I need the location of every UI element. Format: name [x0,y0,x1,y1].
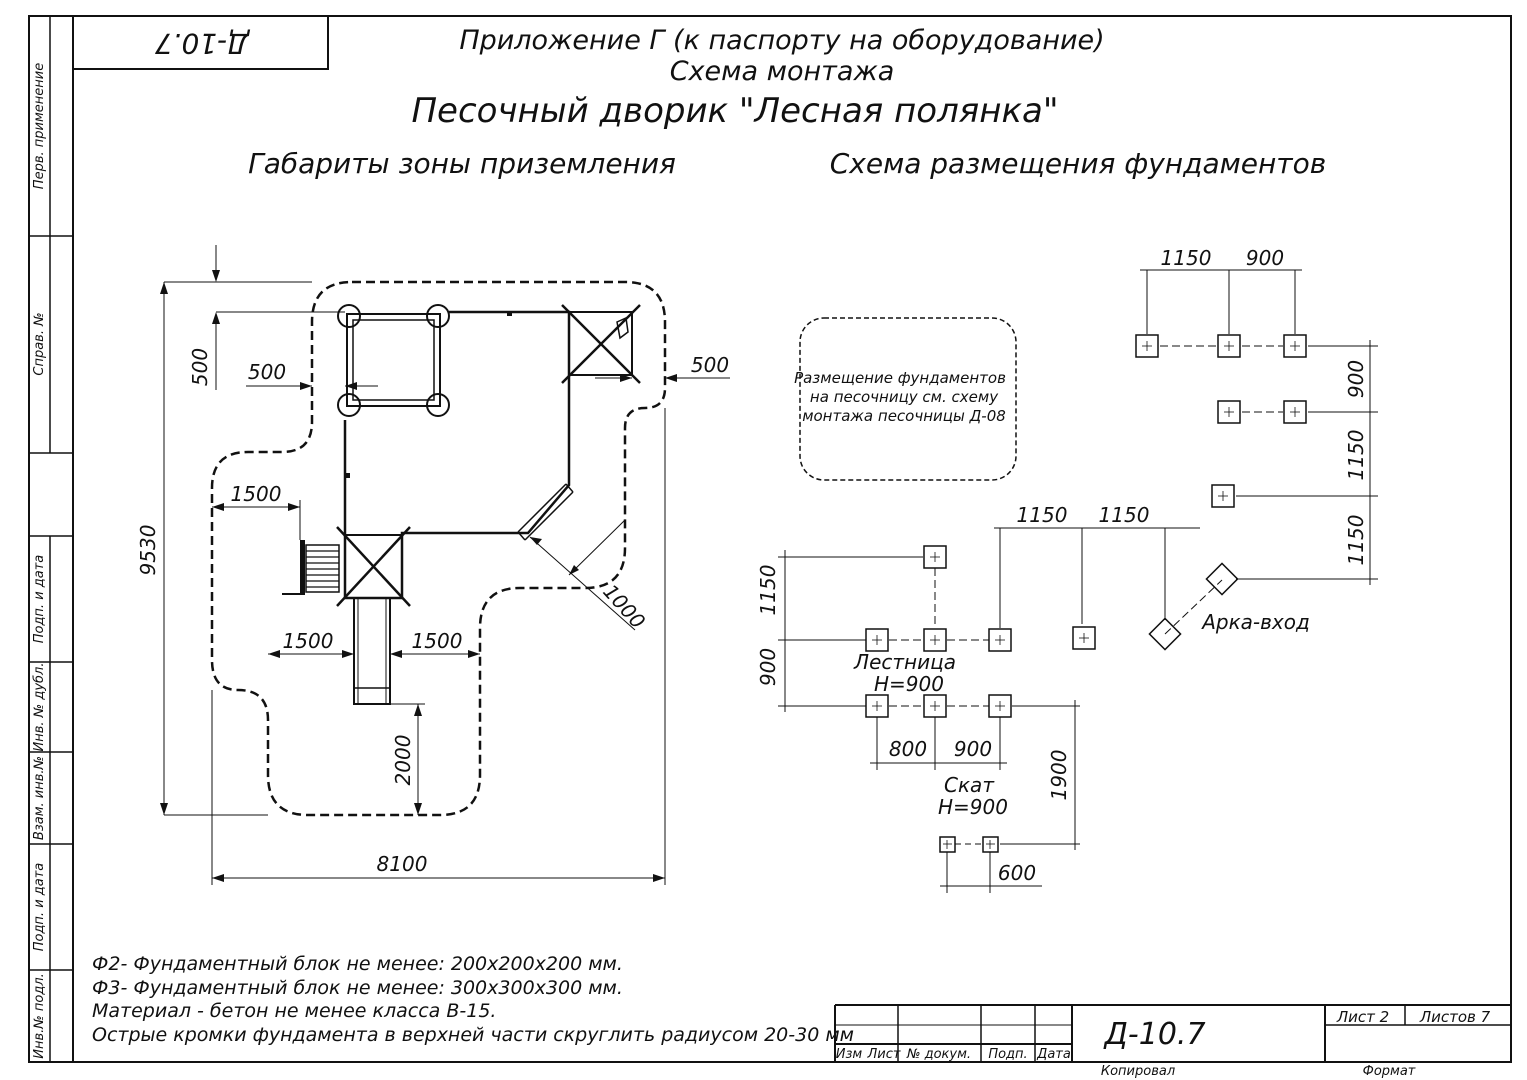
small-marker [507,311,512,316]
dim-right-1150-a: 1150 [1344,430,1368,481]
note-2: Ф3- Фундаментный блок не менее: 300х300х… [92,977,623,999]
ladder-label: Лестница [853,650,956,674]
title-block-col-sign: Подп. [988,1047,1027,1062]
dim-500-right: 500 [691,353,729,377]
dim-right-1150-b: 1150 [1344,515,1368,566]
foundation-block-small [982,836,999,853]
note-cloud [799,317,1017,481]
strip-label: Подп. и дата [32,863,47,952]
drawing-title: Песочный дворик "Лесная полянка" [411,91,1058,131]
diagonal-panel [517,483,574,541]
strip-label: Подп. и дата [32,555,47,644]
arch-foundation [1148,617,1182,651]
dim-500-top: 500 [188,348,212,386]
sandbox-post [337,304,361,328]
dim-900-bottom: 900 [954,737,992,761]
arch-foundation [1205,562,1239,596]
dim-mid-1150-b: 1150 [1099,503,1150,527]
foundation-block [1135,334,1159,358]
top-code-box [72,15,329,70]
title-block-col-date: Дата [1036,1047,1071,1062]
note-line-3: монтажа песочницы Д-08 [802,407,1006,425]
foundation-block-small [1211,484,1235,508]
landing-zone-outline [210,280,667,817]
strip-label: Инв.№ подл. [32,973,47,1059]
slide [353,597,391,705]
foundation-block [988,628,1012,652]
foundation-block-small [939,836,956,853]
header-line1: Приложение Г (к паспорту на оборудование… [459,25,1104,56]
dim-2000: 2000 [391,735,415,786]
dim-600: 600 [998,861,1036,885]
title-block-sheet: Лист 2 [1336,1008,1389,1026]
dim-1900: 1900 [1047,750,1071,801]
dim-1500-b: 1500 [283,629,334,653]
dim-1500-a: 1500 [231,482,282,506]
left-section-title: Габариты зоны приземления [248,147,676,180]
dim-8100: 8100 [377,852,428,876]
small-marker [345,473,350,478]
foundation-block [988,694,1012,718]
sandbox-post [337,393,361,417]
foundation-block-small [1072,626,1096,650]
format-label: Формат [1363,1064,1416,1079]
ladder-height: H=900 [874,672,944,696]
title-block-col-doc: № докум. [906,1047,971,1062]
dim-mid-1150-a: 1150 [1017,503,1068,527]
foundation-block [1283,400,1307,424]
dim-9530: 9530 [136,525,160,576]
ladder [282,540,340,595]
outer-frame [28,15,1512,1063]
playground-outline [343,310,571,600]
dim-1000: 1000 [598,579,650,633]
sandbox [337,304,450,417]
title-block-col-izm: Изм [836,1047,863,1062]
strip-label: Инв. № дубл. [32,663,47,752]
dim-top-900: 900 [1246,246,1284,270]
dim-500-left: 500 [248,360,286,384]
dim-ladder-900: 900 [756,648,780,686]
note-1: Ф2- Фундаментный блок не менее: 200х200х… [92,953,623,975]
dim-right-900: 900 [1344,360,1368,398]
title-block [834,1004,1511,1062]
arch-label: Арка-вход [1200,610,1310,634]
foundation-block [923,694,947,718]
right-section-title: Схема размещения фундаментов [830,147,1326,180]
dim-800: 800 [889,737,927,761]
copied-label: Копировал [1101,1064,1175,1079]
foundation-block [1217,400,1241,424]
sandbox-post [426,393,450,417]
title-block-sheets: Листов 7 [1419,1008,1491,1026]
sandbox-post [426,304,450,328]
foundation-block [1283,334,1307,358]
ladder-tower [336,526,411,607]
top-sheet-code: Д-10.7 [155,27,252,60]
foundation-block [923,545,947,569]
foundation-block [865,694,889,718]
slide-height: H=900 [938,795,1008,819]
note-4: Острые кромки фундамента в верхней части… [92,1024,854,1046]
dim-1500-c: 1500 [412,629,463,653]
note-line-2: на песочницу см. схему [810,388,999,406]
foundation-block [865,628,889,652]
note-3: Материал - бетон не менее класса В-15. [92,1000,496,1022]
strip-label: Перв. применение [32,63,47,189]
foundation-block [923,628,947,652]
header-line2: Схема монтажа [670,56,895,87]
foundation-block [1217,334,1241,358]
dim-ladder-1150: 1150 [756,565,780,616]
slide-label: Скат [944,773,995,797]
arch-tower [561,304,641,384]
title-block-col-list: Лист [867,1047,901,1062]
strip-label: Справ. № [32,312,47,375]
note-line-1: Размещение фундаментов [794,369,1006,387]
dim-top-1150: 1150 [1161,246,1212,270]
title-block-code: Д-10.7 [1102,1017,1205,1052]
strip-label: Взам. инв.№ [32,756,47,840]
